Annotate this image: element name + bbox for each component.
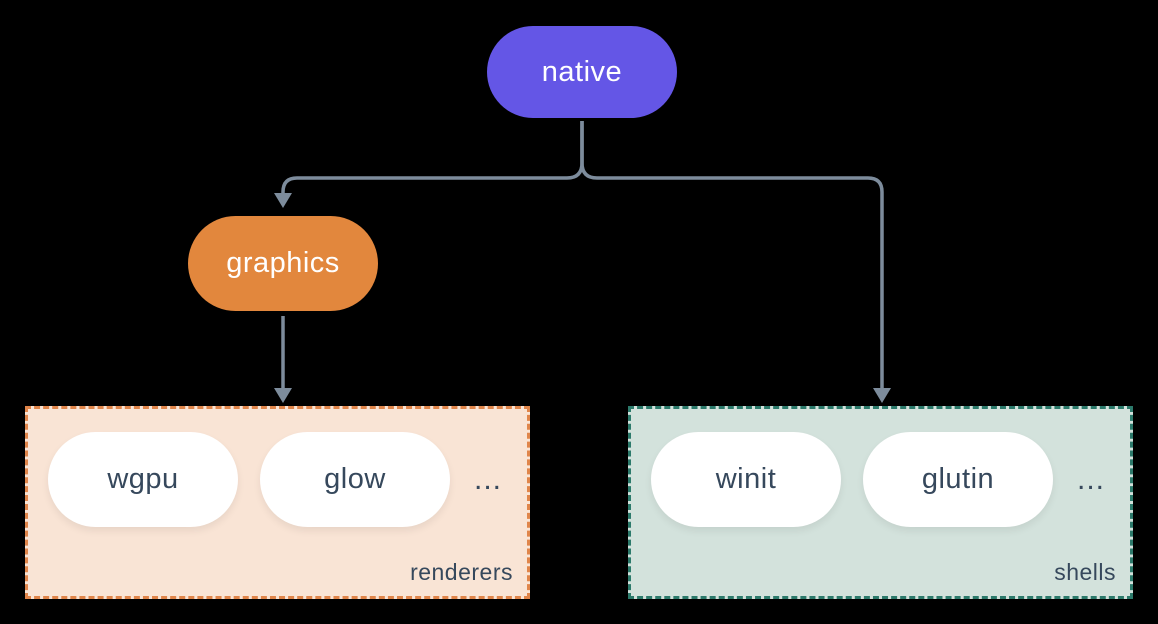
group-renderers: wgpu glow ... renderers	[25, 406, 530, 599]
node-wgpu-label: wgpu	[107, 463, 179, 495]
node-glow-label: glow	[324, 463, 386, 495]
shells-ellipsis: ...	[1076, 462, 1105, 496]
group-shells-label: shells	[1054, 559, 1116, 585]
group-renderers-label: renderers	[410, 559, 513, 585]
connector-native-to-graphics	[281, 121, 584, 194]
node-wgpu: wgpu	[48, 432, 238, 527]
arrowhead-graphics	[274, 193, 292, 208]
node-native-label: native	[541, 55, 623, 88]
node-glutin: glutin	[863, 432, 1053, 527]
node-glow: glow	[260, 432, 450, 527]
arrowhead-renderers	[274, 388, 292, 403]
arrowhead-shells	[873, 388, 891, 403]
group-shells: winit glutin ... shells	[628, 406, 1133, 599]
connector-native-to-shells	[580, 121, 884, 389]
node-winit-label: winit	[715, 463, 777, 495]
node-winit: winit	[651, 432, 841, 527]
node-native: native	[487, 26, 677, 118]
node-graphics: graphics	[188, 216, 378, 311]
node-glutin-label: glutin	[921, 463, 995, 495]
renderers-ellipsis: ...	[473, 462, 502, 496]
node-graphics-label: graphics	[226, 247, 340, 279]
